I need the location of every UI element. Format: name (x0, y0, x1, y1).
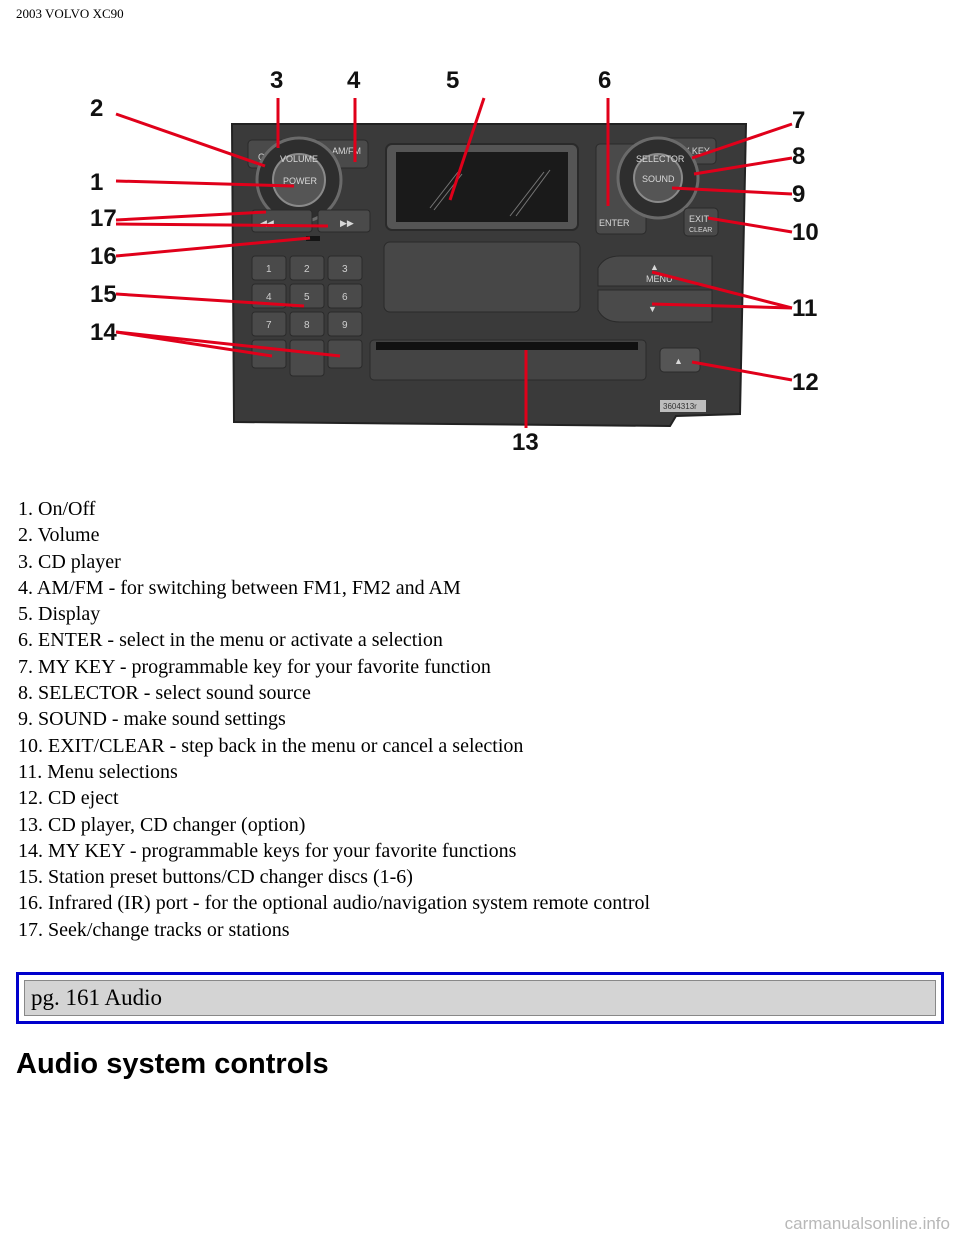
callout-9: 9 (792, 181, 805, 208)
legend-item: 3. CD player (18, 550, 121, 573)
legend-item: 7. MY KEY - programmable key for your fa… (18, 655, 491, 678)
legend-item: 16. Infrared (IR) port - for the optiona… (18, 892, 651, 915)
display-screen (396, 152, 568, 222)
callout-15: 15 (90, 281, 117, 308)
callout-17: 17 (90, 205, 117, 232)
legend-item: 14. MY KEY - programmable keys for your … (18, 839, 517, 862)
watermark: carmanualsonline.info (784, 1214, 950, 1233)
section-heading: Audio system controls (16, 1048, 329, 1080)
callout-6: 6 (598, 67, 611, 94)
callout-4: 4 (347, 67, 361, 94)
keypad: 1 2 3 4 5 6 7 8 9 (251, 255, 363, 377)
legend-item: 6. ENTER - select in the menu or activat… (18, 629, 443, 652)
key-8: 8 (304, 320, 310, 331)
selector-label: SELECTOR (636, 154, 685, 164)
menu-down-icon: ▼ (648, 304, 657, 314)
sound-knob (633, 153, 683, 203)
callout-11: 11 (792, 295, 817, 322)
leader-lines (115, 97, 793, 428)
audio-panel-figure: CD AM/FM VOLUME POWER ◀◀ ▶▶ 1 2 3 4 5 6 … (90, 67, 819, 456)
key-4: 4 (266, 292, 272, 303)
key-6: 6 (342, 292, 348, 303)
enter-label: ENTER (599, 218, 630, 228)
menu-up-button (597, 255, 713, 287)
key-9: 9 (342, 320, 348, 331)
legend-item: 15. Station preset buttons/CD changer di… (18, 866, 413, 889)
power-knob (272, 153, 326, 207)
exit-label: EXIT (689, 214, 710, 224)
power-label: POWER (283, 176, 318, 186)
callout-16: 16 (90, 243, 117, 270)
control-legend: 1. On/Off 2. Volume 3. CD player 4. AM/F… (18, 496, 650, 943)
callout-12: 12 (792, 369, 819, 396)
legend-item: 13. CD player, CD changer (option) (18, 813, 306, 836)
callout-7: 7 (792, 107, 805, 134)
legend-item: 1. On/Off (18, 498, 96, 520)
seek-forward-icon: ▶▶ (340, 218, 354, 228)
mykey-label: MY KEY (676, 146, 710, 156)
key-1: 1 (266, 264, 272, 275)
callout-14: 14 (90, 319, 117, 346)
legend-item: 11. Menu selections (18, 760, 178, 783)
page-reference-box: pg. 161 Audio (16, 972, 944, 1024)
clear-label: CLEAR (689, 227, 712, 234)
callout-8: 8 (792, 143, 805, 170)
lower-panel (383, 241, 581, 313)
menu-label: MENU (646, 274, 673, 284)
legend-item: 17. Seek/change tracks or stations (18, 918, 290, 941)
page-reference-label: pg. 161 Audio (24, 980, 936, 1016)
sound-label: SOUND (642, 174, 675, 184)
legend-item: 4. AM/FM - for switching between FM1, FM… (18, 576, 461, 599)
callout-1: 1 (90, 169, 103, 196)
menu-up-icon: ▲ (650, 262, 659, 272)
exit-button (683, 207, 719, 237)
callout-10: 10 (792, 219, 819, 246)
cd-slot (376, 342, 638, 350)
seek-forward-button (317, 209, 371, 233)
key-2: 2 (304, 264, 310, 275)
amfm-label: AM/FM (332, 146, 361, 156)
callout-5: 5 (446, 67, 459, 94)
callout-2: 2 (90, 95, 103, 122)
callout-3: 3 (270, 67, 283, 94)
seek-back-icon: ◀◀ (260, 218, 274, 228)
ir-port (306, 236, 320, 241)
key-3: 3 (342, 264, 348, 275)
legend-item: 5. Display (18, 603, 101, 626)
document-header-title: 2003 VOLVO XC90 (16, 6, 124, 21)
legend-item: 8. SELECTOR - select sound source (18, 682, 311, 705)
part-code: 3604313r (663, 402, 697, 411)
legend-item: 12. CD eject (18, 787, 119, 810)
eject-button (659, 347, 701, 373)
legend-item: 10. EXIT/CLEAR - step back in the menu o… (18, 734, 524, 757)
callout-13: 13 (512, 429, 539, 456)
legend-item: 2. Volume (18, 524, 100, 547)
legend-item: 9. SOUND - make sound settings (18, 708, 286, 731)
eject-icon: ▲ (674, 356, 683, 366)
key-7: 7 (266, 320, 272, 331)
menu-down-button (597, 289, 713, 323)
volume-label: VOLUME (280, 154, 318, 164)
key-5: 5 (304, 292, 310, 303)
part-code-plate (660, 400, 706, 412)
